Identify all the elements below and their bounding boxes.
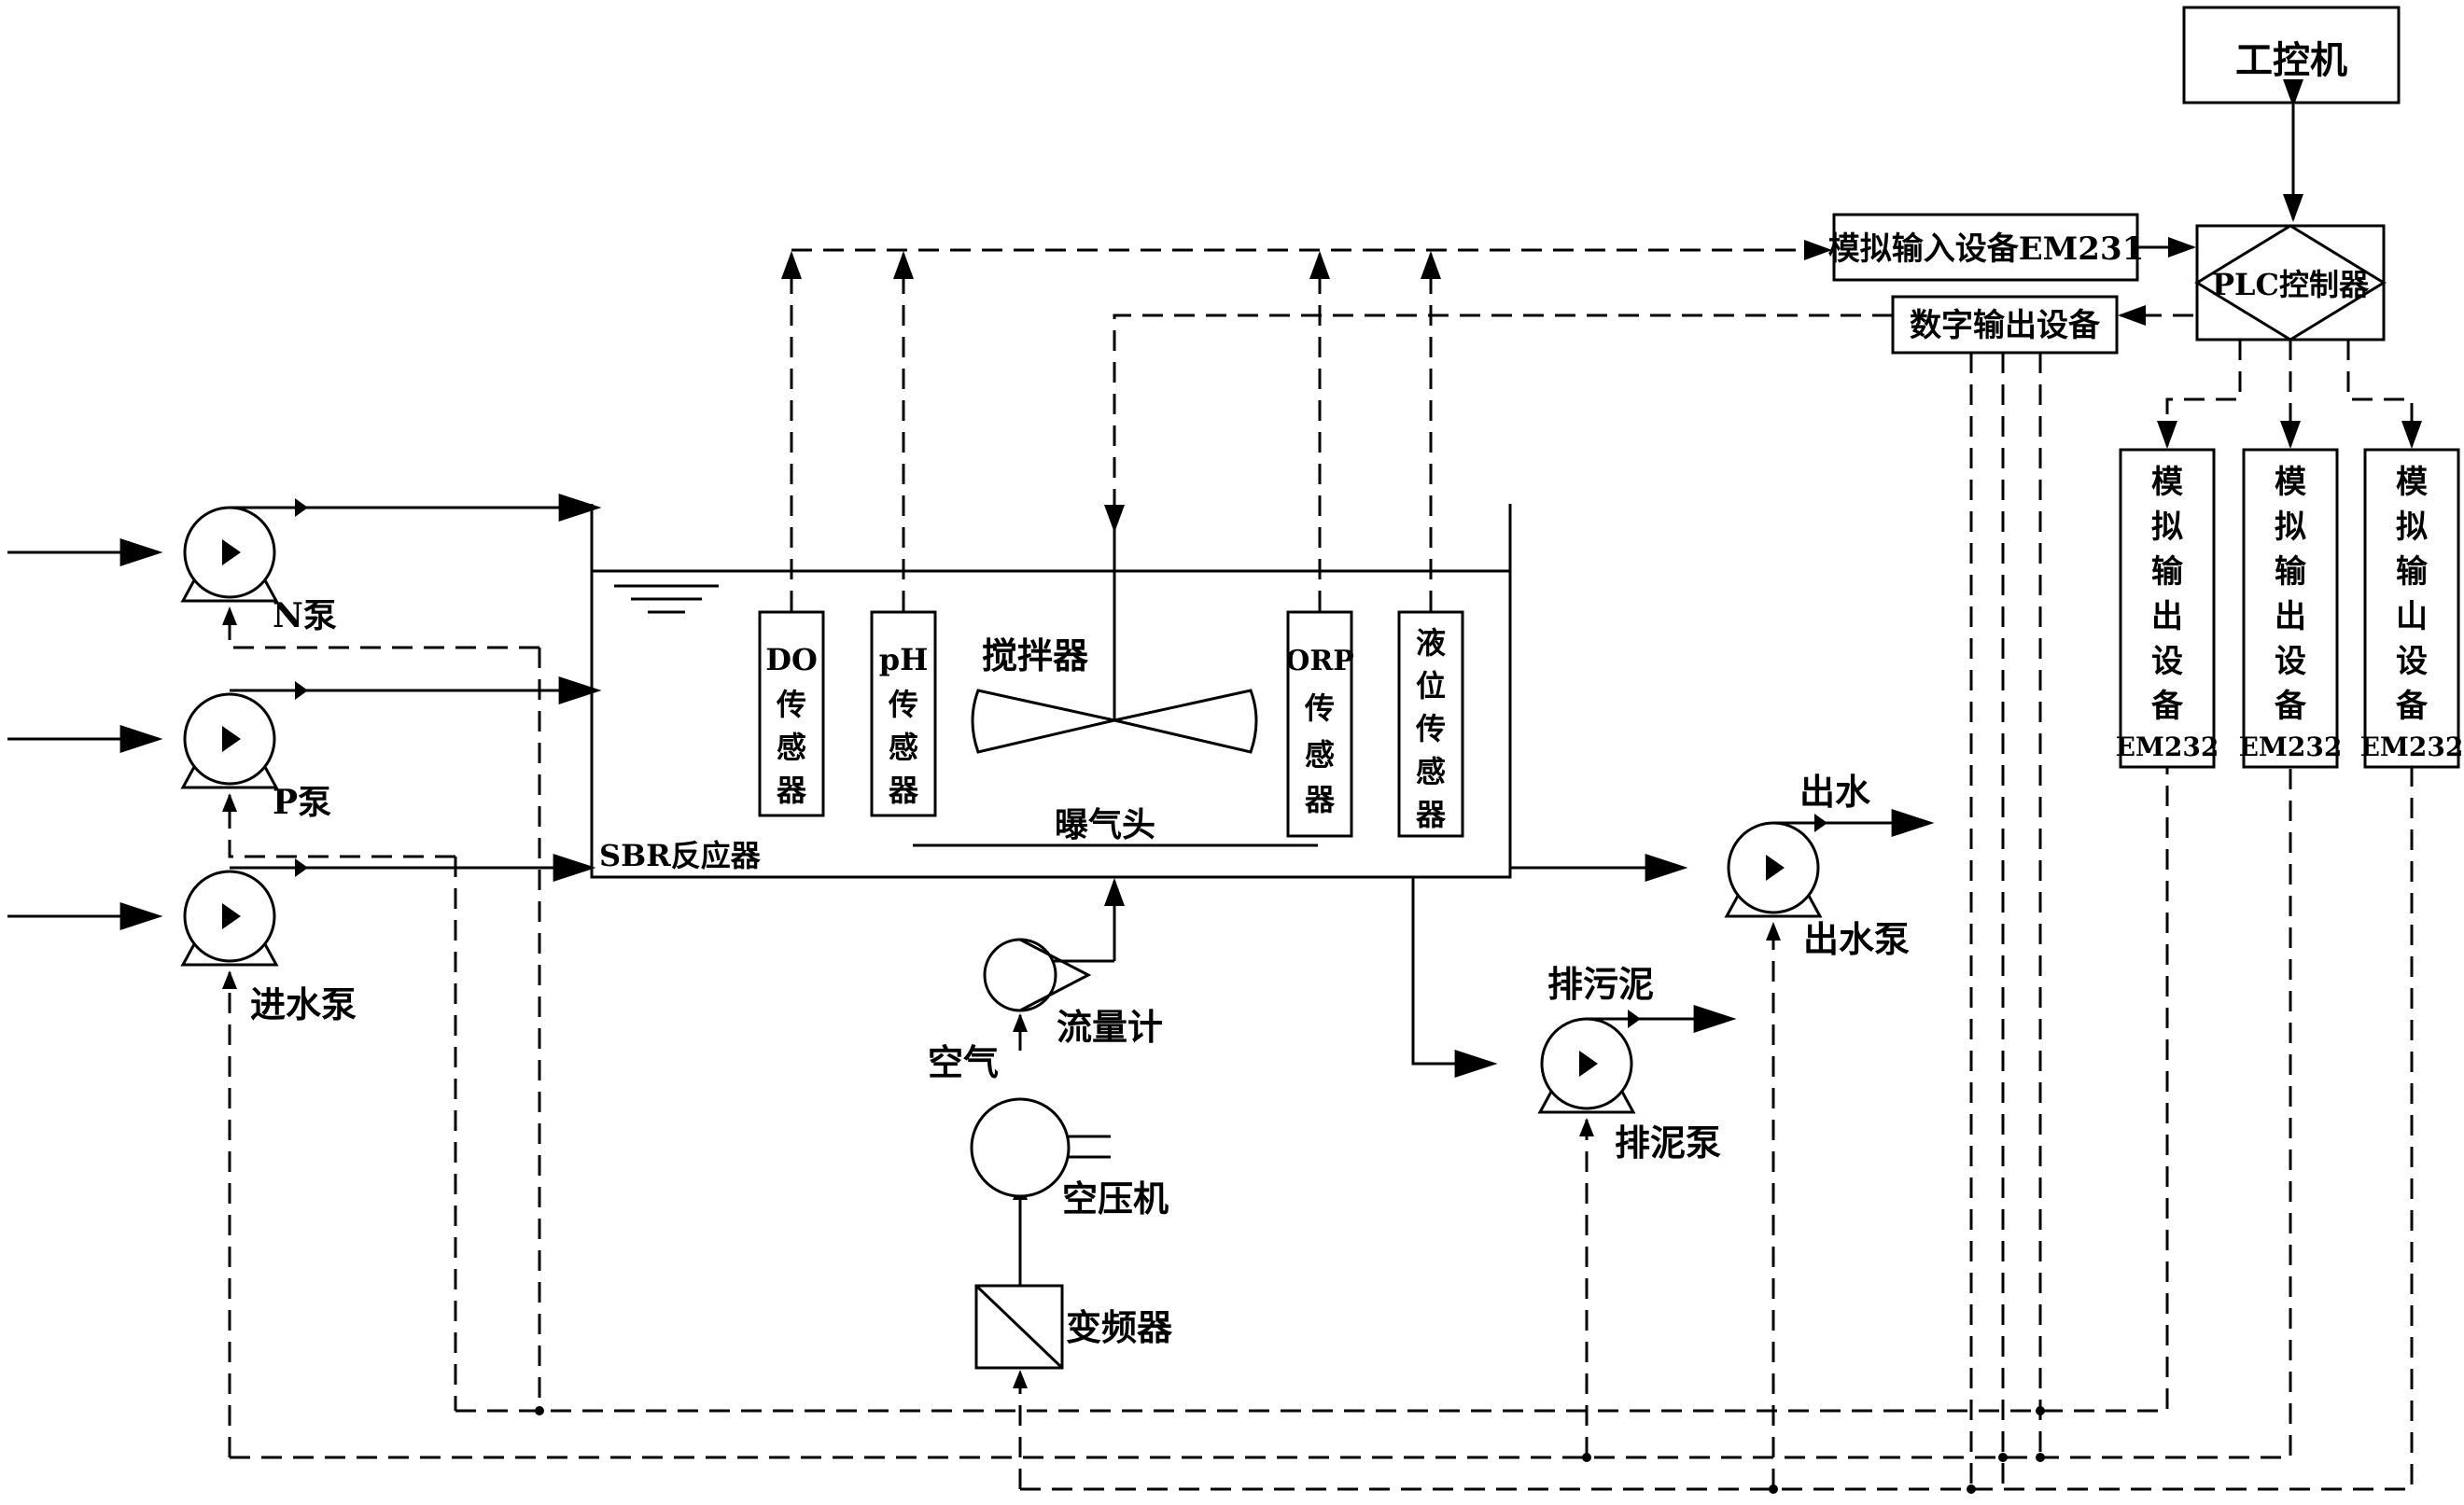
level-sensor-label: 感 <box>1416 754 1446 789</box>
outlet-pump: 出水 出水泵 <box>1510 771 1935 960</box>
analog-input-label: 模拟输入设备EM231 <box>1828 230 2145 268</box>
orp-sensor-label: 器 <box>1304 782 1336 817</box>
outlet-pump-label: 出水泵 <box>1803 918 1910 960</box>
plc-label: PLC控制器 <box>2212 267 2370 302</box>
orp-sensor-label: 传 <box>1304 690 1335 726</box>
p-pump-label: P泵 <box>273 783 331 822</box>
analog-output-box-1: 模 拟 输 出 设 备 EM232 <box>2116 448 2219 769</box>
inlet-pump: 进水泵 <box>7 854 596 1025</box>
mixer-label: 搅拌器 <box>982 634 1089 676</box>
ao3-char: 备 <box>2396 688 2429 725</box>
plc-to-analog-outputs <box>2157 340 2422 449</box>
ao3-char: 输 <box>2396 553 2429 591</box>
n-pump: N泵 <box>7 494 602 635</box>
orp-sensor: ORP 传 感 器 <box>1285 610 1354 838</box>
digital-output-label: 数字输出设备 <box>1910 307 2101 344</box>
digital-output-box: 数字输出设备 <box>1891 295 2119 355</box>
flowmeter-label: 流量计 <box>1057 1006 1163 1048</box>
sludge-pump-label: 排泥泵 <box>1615 1122 1721 1164</box>
ao1-char: 模 <box>2151 464 2183 501</box>
flowmeter: 流量计 <box>983 938 1163 1051</box>
ao1-char: 拟 <box>2151 509 2183 546</box>
ao1-char: 备 <box>2151 688 2184 725</box>
compressor-label: 空压机 <box>1062 1178 1169 1219</box>
sbr-reactor: SBR反应器 <box>590 504 1512 879</box>
digital-output-to-mixer <box>1104 314 1893 533</box>
plc-box: PLC控制器 <box>2194 224 2387 341</box>
level-sensor: 液 位 传 感 器 <box>1397 610 1464 838</box>
ao2-char: 备 <box>2275 688 2307 725</box>
sludge-discharge-label: 排污泥 <box>1547 963 1654 1005</box>
digital-output-feed-lines <box>1967 353 2042 1494</box>
inverter-label: 变频器 <box>1066 1306 1173 1348</box>
inverter: 变频器 <box>974 1248 1173 1370</box>
do-sensor: DO 传 感 器 <box>758 610 825 817</box>
level-sensor-label: 传 <box>1415 711 1446 746</box>
analog-output-box-3: 模 拟 输 山 设 备 EM232 <box>2360 448 2464 769</box>
level-sensor-label: 器 <box>1415 797 1447 832</box>
inlet-pump-label: 进水泵 <box>250 983 357 1025</box>
ao3-char: 山 <box>2396 598 2428 635</box>
ao2-char: 拟 <box>2275 509 2306 546</box>
ipc-label: 工控机 <box>2235 38 2347 82</box>
ph-sensor-label: 器 <box>888 773 919 808</box>
ao2-char: 设 <box>2275 643 2306 680</box>
do-sensor-label: DO <box>765 642 818 677</box>
mixer: 搅拌器 <box>971 530 1258 754</box>
sensor-signal-bus <box>781 240 1832 611</box>
inverter-control-line <box>1020 767 2414 1491</box>
p-pump: P泵 <box>7 676 602 822</box>
orp-sensor-label: 感 <box>1305 737 1335 773</box>
ao2-char: 输 <box>2275 553 2307 591</box>
aerator-label: 曝气头 <box>1055 805 1155 844</box>
pump-control-lines <box>222 606 2292 1462</box>
ph-sensor-label: 感 <box>889 730 918 765</box>
analog-input-box: 模拟输入设备EM231 <box>1828 213 2145 282</box>
ao2-model: EM232 <box>2239 732 2343 762</box>
ao1-char: 出 <box>2151 598 2183 635</box>
sludge-pump: 排污泥 排泥泵 <box>1411 877 1737 1164</box>
air-compressor: 空压机 <box>970 1097 1169 1219</box>
ph-sensor-label: 传 <box>888 687 918 722</box>
ph-sensor-label: pH <box>879 642 929 677</box>
n-pump-label: N泵 <box>273 596 337 635</box>
air-label: 空气 <box>928 1041 999 1083</box>
ao2-char: 模 <box>2275 464 2306 501</box>
ao1-char: 设 <box>2151 643 2183 680</box>
ph-sensor: pH 传 感 器 <box>870 610 937 817</box>
reactor-label: SBR反应器 <box>599 838 762 873</box>
outlet-water-label: 出水 <box>1799 771 1871 813</box>
orp-sensor-label: ORP <box>1285 645 1354 677</box>
ao1-model: EM232 <box>2116 732 2219 762</box>
ao3-char: 拟 <box>2396 509 2428 546</box>
analog-output-box-2: 模 拟 输 出 设 备 EM232 <box>2239 448 2343 769</box>
ao3-char: 模 <box>2396 464 2428 501</box>
ao2-char: 出 <box>2275 598 2306 635</box>
aerator: 曝气头 <box>913 805 1318 847</box>
ao1-char: 输 <box>2151 553 2184 591</box>
do-sensor-label: 器 <box>776 773 807 808</box>
level-sensor-label: 液 <box>1416 625 1446 661</box>
ipc-box: 工控机 <box>2182 6 2401 105</box>
ao3-model: EM232 <box>2360 732 2464 762</box>
ao3-char: 设 <box>2396 643 2428 680</box>
level-sensor-label: 位 <box>1416 668 1446 704</box>
do-sensor-label: 传 <box>776 687 806 722</box>
do-sensor-label: 感 <box>777 730 806 765</box>
